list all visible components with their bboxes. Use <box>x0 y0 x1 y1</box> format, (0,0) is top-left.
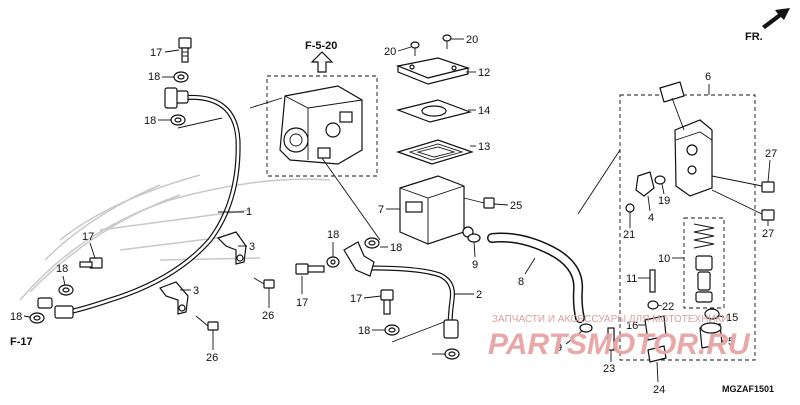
piston-set-outline <box>683 217 725 309</box>
label-20: 20 <box>466 34 478 46</box>
label-26: 26 <box>262 310 274 322</box>
label-23: 23 <box>603 363 615 375</box>
label-27: 27 <box>765 148 777 160</box>
label-18: 18 <box>390 242 402 254</box>
bolt-17-lower[interactable] <box>380 289 394 315</box>
watermark-brand: PARTSMOTOR.RU <box>488 328 751 361</box>
o-ring-19[interactable] <box>654 175 666 185</box>
bolt-17-middle[interactable] <box>295 263 325 275</box>
label-4: 4 <box>648 212 654 224</box>
label-3: 3 <box>193 285 199 297</box>
part-number-labels: 17 18 18 1 17 18 18 3 3 26 26 F-5-20 F-1… <box>10 31 777 396</box>
washer-18-b[interactable] <box>170 114 186 126</box>
bolt-25[interactable] <box>463 197 495 209</box>
piston-set-10[interactable] <box>693 223 715 303</box>
push-rod-16[interactable] <box>644 315 667 341</box>
circlip-15[interactable] <box>704 308 720 320</box>
hose-clip-9-lower[interactable] <box>579 323 593 333</box>
bolt-27-upper[interactable] <box>711 175 775 193</box>
washer-18-a[interactable] <box>173 71 189 83</box>
master-cylinder-assy-outline <box>619 94 756 361</box>
ref-f-17: F-17 <box>10 336 33 348</box>
label-12: 12 <box>478 67 490 79</box>
pin-11[interactable] <box>649 269 656 293</box>
label-27: 27 <box>762 228 774 240</box>
label-20: 20 <box>384 46 396 58</box>
label-15: 15 <box>726 312 738 324</box>
hose-clamp-3-lower[interactable] <box>159 281 189 315</box>
label-9: 9 <box>556 342 562 354</box>
bolt-27-lower[interactable] <box>711 189 775 221</box>
label-2: 2 <box>476 289 482 301</box>
master-cylinder-reservoir-7[interactable] <box>399 175 474 245</box>
washer-18-h[interactable] <box>444 348 460 360</box>
bolt-26-upper[interactable] <box>253 277 275 289</box>
washer-18-g[interactable] <box>384 324 400 336</box>
abs-modulator-unit[interactable] <box>279 85 363 165</box>
label-19: 19 <box>658 195 670 207</box>
label-7: 7 <box>378 204 384 216</box>
watermark: ЗАПЧАСТИ И АКСЕССУАРЫ ДЛЯ МОТОТЕХНИКИ PA… <box>488 314 751 361</box>
label-24: 24 <box>653 384 665 396</box>
label-18: 18 <box>358 325 370 337</box>
label-9: 9 <box>472 259 478 271</box>
label-26: 26 <box>206 352 218 364</box>
label-21: 21 <box>623 229 635 241</box>
label-17: 17 <box>296 297 308 309</box>
washer-18-f[interactable] <box>364 237 380 249</box>
boot-5[interactable] <box>699 322 723 349</box>
label-13: 13 <box>478 141 490 153</box>
label-17: 17 <box>150 47 162 59</box>
front-direction-arrow-icon <box>762 8 790 29</box>
label-1: 1 <box>246 206 252 218</box>
bolt-17-upper[interactable] <box>178 37 192 63</box>
brand-wing-background <box>19 174 331 301</box>
label-6: 6 <box>705 71 711 83</box>
label-17: 17 <box>82 231 94 243</box>
label-11: 11 <box>626 273 637 285</box>
label-18: 18 <box>327 229 339 241</box>
washer-22[interactable] <box>647 300 659 310</box>
hose-clip-9-upper[interactable] <box>467 233 481 243</box>
label-3: 3 <box>249 241 255 253</box>
ref-f-5-20: F-5-20 <box>305 40 337 52</box>
washer-18-e[interactable] <box>326 256 340 268</box>
diaphragm-13[interactable] <box>396 139 474 165</box>
label-10: 10 <box>658 253 670 265</box>
label-17: 17 <box>350 293 362 305</box>
screw-20-left[interactable] <box>410 41 420 56</box>
joint-4[interactable] <box>635 171 655 197</box>
label-18: 18 <box>10 311 22 323</box>
bolt-17-left[interactable] <box>79 257 103 269</box>
washer-18-c[interactable] <box>58 284 74 296</box>
label-16: 16 <box>626 320 638 332</box>
reservoir-cap-12[interactable] <box>395 57 471 85</box>
arrow-up-icon <box>310 51 334 73</box>
brake-hose-1[interactable] <box>54 90 241 319</box>
label-22: 22 <box>662 301 674 313</box>
label-25: 25 <box>510 200 522 212</box>
brake-hose-2[interactable] <box>343 241 459 339</box>
label-18: 18 <box>148 71 160 83</box>
label-5: 5 <box>728 336 734 348</box>
screw-20-right[interactable] <box>442 34 452 49</box>
label-18: 18 <box>56 263 68 275</box>
hose-clamp-3-upper[interactable] <box>216 231 247 265</box>
reservoir-hose-8[interactable] <box>487 232 585 323</box>
bolt-26-lower[interactable] <box>195 315 219 331</box>
plate-14[interactable] <box>395 99 473 123</box>
label-8: 8 <box>518 276 524 288</box>
master-cylinder-body[interactable] <box>659 81 713 197</box>
diagram-code: MGZAF1501 <box>722 384 774 394</box>
label-18: 18 <box>144 115 156 127</box>
hose-banjo-fitting-left[interactable] <box>37 87 178 309</box>
clip-24[interactable] <box>647 345 667 363</box>
ref-front: FR. <box>745 31 763 43</box>
screw-21[interactable] <box>625 203 635 213</box>
washer-18-d[interactable] <box>29 312 45 324</box>
watermark-tagline: ЗАПЧАСТИ И АКСЕССУАРЫ ДЛЯ МОТОТЕХНИКИ <box>492 314 729 325</box>
label-14: 14 <box>478 105 490 117</box>
